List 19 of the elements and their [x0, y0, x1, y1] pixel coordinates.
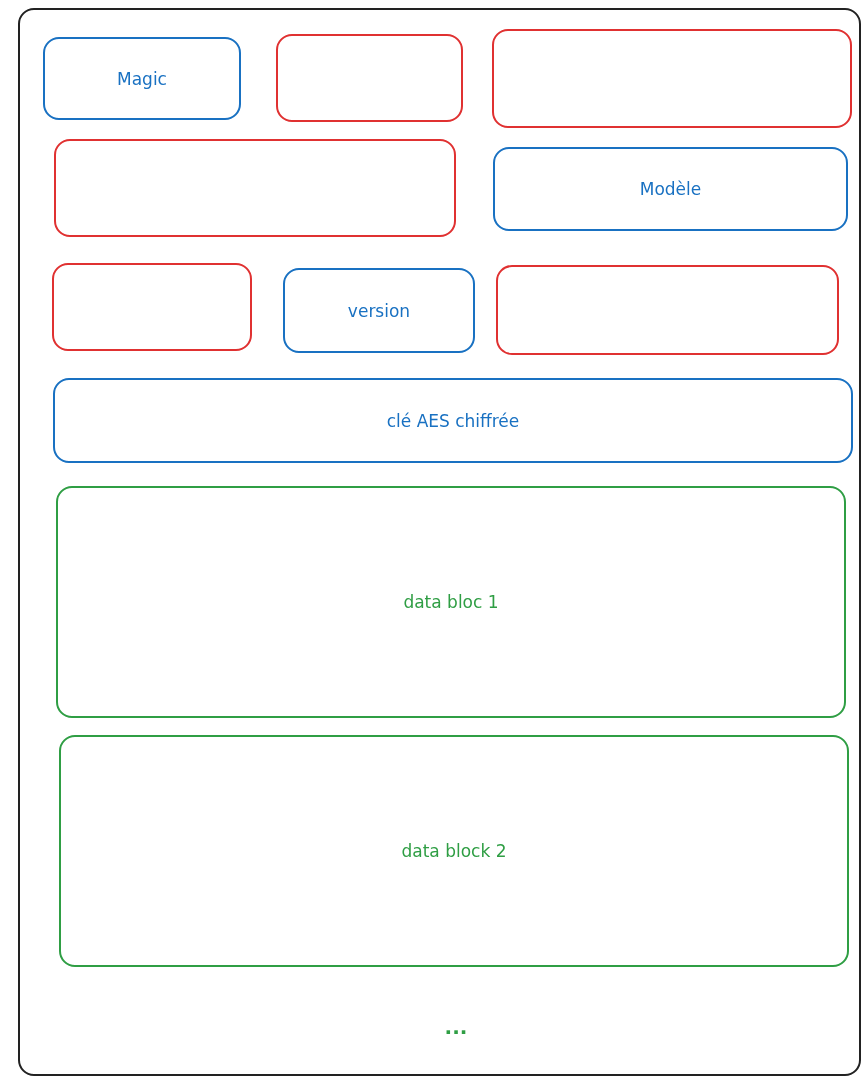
- field-label: Magic: [117, 68, 167, 89]
- field-box: [492, 29, 852, 128]
- field-box: [56, 486, 846, 718]
- container-box: [18, 8, 861, 1076]
- field-label: data block 2: [401, 841, 507, 861]
- field-box: [496, 265, 839, 355]
- field-box: [52, 263, 252, 351]
- field-box: [54, 139, 456, 237]
- field-box: [53, 378, 853, 463]
- field-box: [493, 147, 848, 231]
- field-label: Modèle: [639, 179, 702, 199]
- field-label: version: [347, 300, 411, 321]
- field-box: [43, 37, 241, 120]
- ellipsis-text: ...: [443, 1015, 469, 1039]
- field-box: [59, 735, 849, 967]
- field-box: [276, 34, 463, 122]
- field-label: data bloc 1: [403, 592, 499, 612]
- field-box: [283, 268, 475, 353]
- field-label: clé AES chiffrée: [386, 410, 520, 431]
